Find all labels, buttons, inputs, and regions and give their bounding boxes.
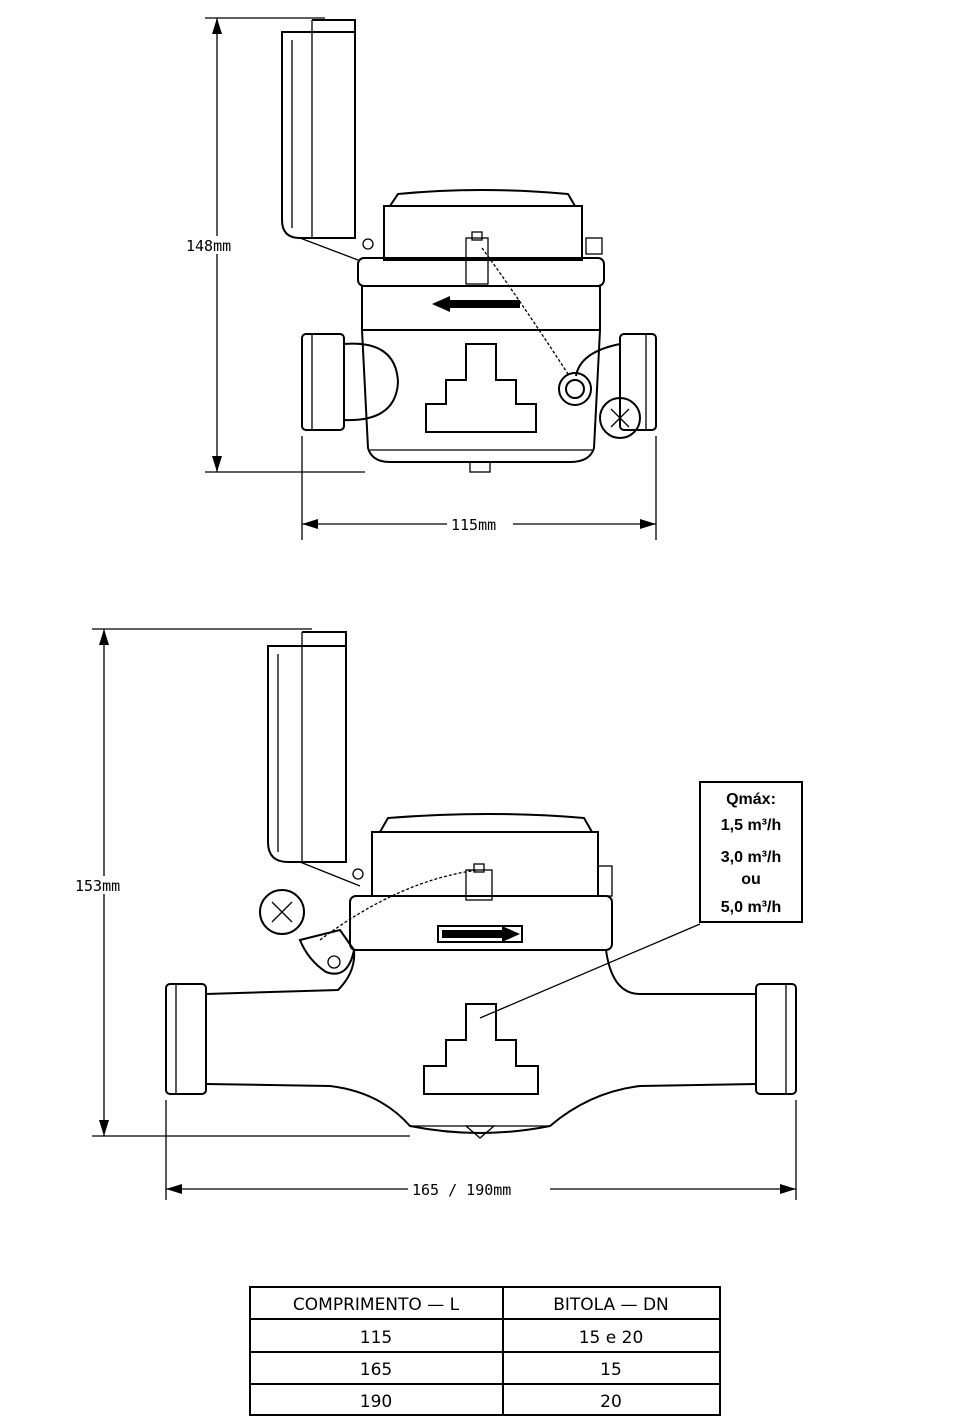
bottom-lid [267,631,364,887]
table-cell-r1-c1: 115 [360,1328,392,1348]
top-register-head [357,189,605,331]
table-header-gauge: BITOLA — DN [553,1295,669,1315]
table-header-length: COMPRIMENTO — L [293,1295,460,1315]
top-meter-body [301,247,657,473]
qmax-note-line-5: 5,0 m³/h [721,899,781,916]
qmax-note-line-2: 1,5 m³/h [721,817,781,834]
bottom-width-label: 165 / 190mm [412,1181,511,1199]
qmax-note-line-3: 3,0 m³/h [721,849,781,866]
top-lid [281,19,374,261]
bottom-meter-view: 153mm [72,628,803,1200]
top-height-label: 148mm [186,237,231,255]
top-width-label: 115mm [451,516,496,534]
dimensions-table: COMPRIMENTO — L BITOLA — DN 115 15 e 20 … [249,1286,721,1416]
qmax-note-box [699,781,803,923]
bottom-height-label: 153mm [75,877,120,895]
bottom-pipe-body [165,869,797,1139]
table-cell-r2-c2: 15 [600,1360,622,1380]
qmax-note-line-1: Qmáx: [726,791,776,808]
table-cell-r2-c1: 165 [360,1360,392,1380]
table-cell-r1-c2: 15 e 20 [579,1328,644,1348]
qmax-note-line-4: ou [741,871,761,888]
table-cell-r3-c2: 20 [600,1392,622,1412]
table-cell-r3-c1: 190 [360,1392,392,1412]
bottom-register-head [349,813,613,951]
top-width-dimension [301,436,657,540]
top-meter-view: 148mm [184,17,657,540]
